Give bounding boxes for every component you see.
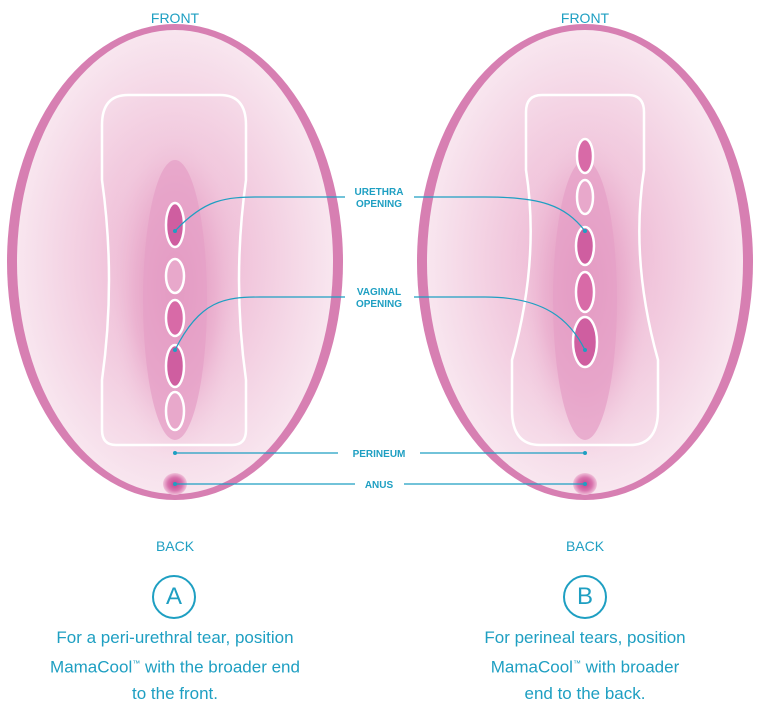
panel-b-badge: B xyxy=(563,575,607,619)
brand-name: MamaCool xyxy=(50,658,132,677)
urethra-label-line1: URETHRA xyxy=(355,187,404,198)
pad-cell-a3 xyxy=(166,300,184,336)
urethra-label-line2: OPENING xyxy=(356,199,402,210)
caption-b-line2-rest: with broader xyxy=(581,658,679,677)
pad-cell-b1 xyxy=(577,139,593,173)
back-label-b: BACK xyxy=(525,538,645,554)
pad-cell-b2 xyxy=(577,180,593,214)
perineum-label: PERINEUM xyxy=(353,449,406,460)
caption-b-line3: end to the back. xyxy=(440,681,730,707)
caption-a-line2-rest: with the broader end xyxy=(140,658,300,677)
caption-a: For a peri-urethral tear, position MamaC… xyxy=(30,625,320,707)
vaginal-label-line1: VAGINAL xyxy=(357,287,401,298)
trademark: ™ xyxy=(573,659,581,668)
anus-label: ANUS xyxy=(365,480,394,491)
caption-b-line2: MamaCool™ with broader xyxy=(440,651,730,681)
front-label-a: FRONT xyxy=(115,10,235,26)
pad-cell-a2 xyxy=(166,259,184,293)
pad-cell-a5 xyxy=(166,392,184,430)
pad-cell-b4 xyxy=(576,272,594,312)
caption-b: For perineal tears, position MamaCool™ w… xyxy=(440,625,730,707)
front-label-b: FRONT xyxy=(525,10,645,26)
caption-a-line1: For a peri-urethral tear, position xyxy=(30,625,320,651)
back-label-a: BACK xyxy=(115,538,235,554)
panel-b-anatomy xyxy=(417,24,753,500)
caption-a-line3: to the front. xyxy=(30,681,320,707)
panel-a-badge: A xyxy=(152,575,196,619)
vaginal-label-line2: OPENING xyxy=(356,299,402,310)
pad-cell-b5 xyxy=(573,317,597,367)
brand-name: MamaCool xyxy=(491,658,573,677)
caption-a-line2: MamaCool™ with the broader end xyxy=(30,651,320,681)
caption-b-line1: For perineal tears, position xyxy=(440,625,730,651)
panel-a-anatomy xyxy=(7,24,343,500)
